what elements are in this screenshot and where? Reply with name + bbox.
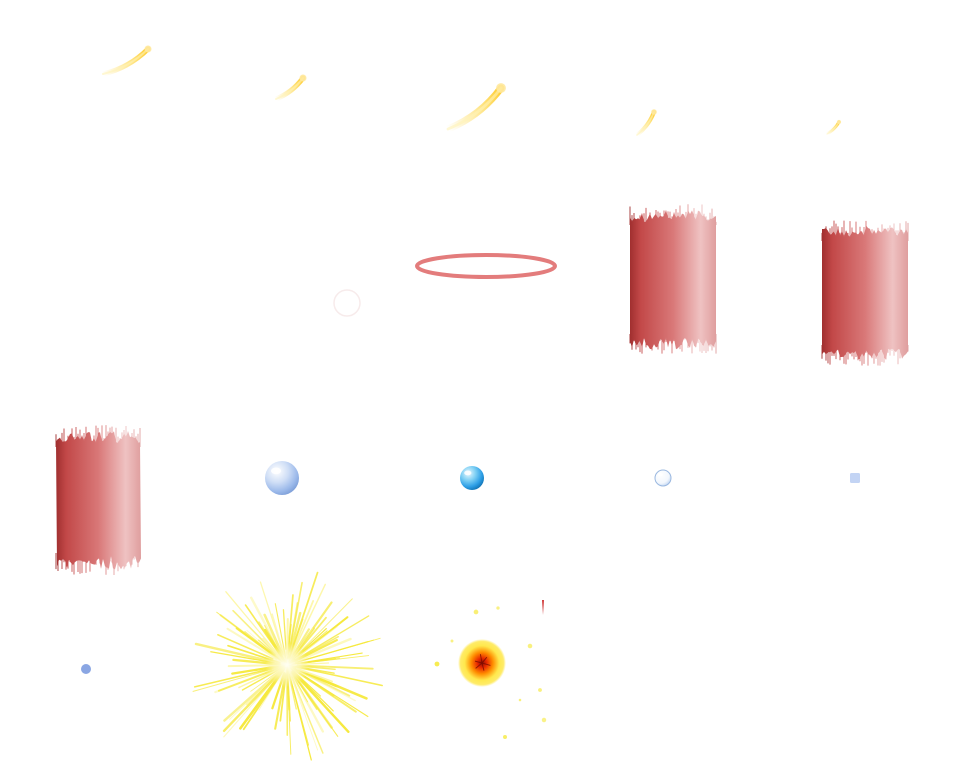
glow-ball xyxy=(458,639,506,687)
starburst xyxy=(192,571,383,761)
comet-trail-1 xyxy=(100,45,152,77)
yellow-specks xyxy=(434,606,547,739)
comet-trail-4 xyxy=(635,109,657,137)
red-cylinder-2 xyxy=(821,220,909,366)
comet-trail-5 xyxy=(825,119,842,136)
bubble-medium xyxy=(460,466,484,490)
faint-puff xyxy=(333,289,361,317)
blue-dot xyxy=(81,664,91,674)
halo-ring xyxy=(415,253,557,279)
bubble-large xyxy=(265,461,299,495)
comet-trail-3 xyxy=(444,83,506,133)
pixel-dot xyxy=(850,473,860,483)
comet-trail-2 xyxy=(273,74,307,102)
red-cylinder-3 xyxy=(55,425,141,575)
red-cylinder-1 xyxy=(629,204,717,354)
bubble-small xyxy=(654,469,672,487)
